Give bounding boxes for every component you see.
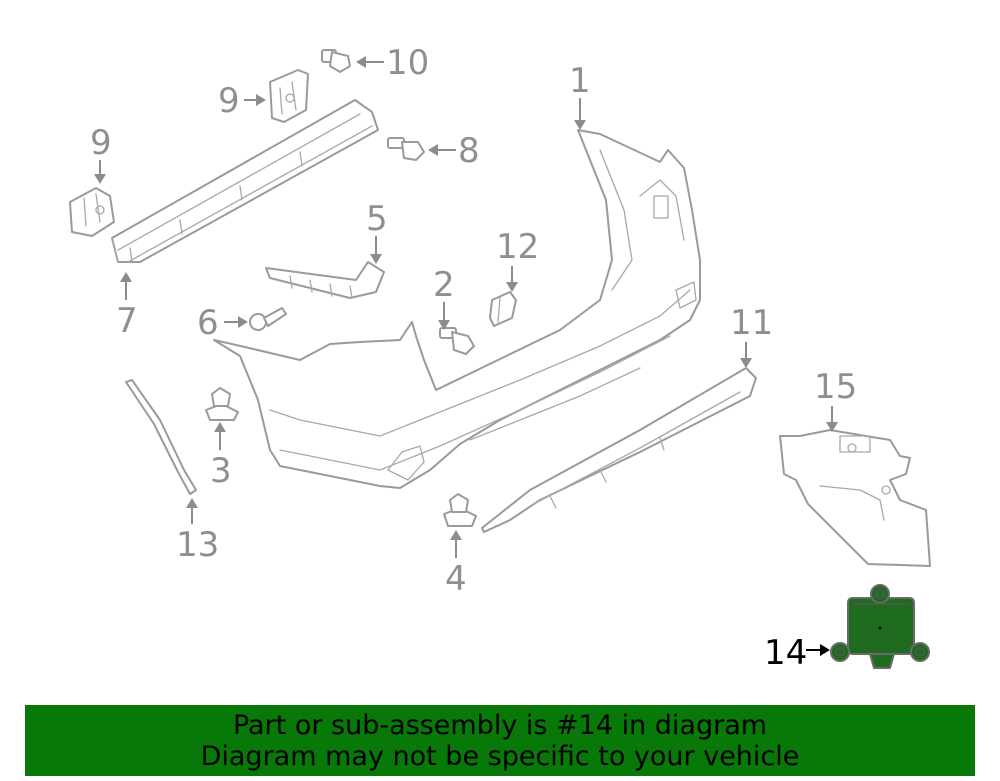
callout-8: 8 bbox=[458, 131, 480, 171]
callout-10: 10 bbox=[386, 43, 429, 83]
mounting-bracket-15 bbox=[779, 429, 931, 567]
reinforcement-beam bbox=[111, 99, 379, 263]
callout-4: 4 bbox=[445, 559, 467, 599]
bolt-10 bbox=[321, 49, 351, 73]
banner-line-2: Diagram may not be specific to your vehi… bbox=[200, 740, 800, 772]
clip-4 bbox=[443, 493, 477, 527]
callout-5: 5 bbox=[366, 199, 388, 239]
callout-2: 2 bbox=[433, 265, 455, 305]
screw-6 bbox=[249, 307, 287, 331]
side-bracket-strip bbox=[265, 261, 385, 299]
clip-3 bbox=[205, 387, 239, 421]
beam-bracket-top bbox=[269, 69, 309, 123]
callout-11: 11 bbox=[730, 303, 773, 343]
callout-1: 1 bbox=[569, 61, 591, 101]
callout-3: 3 bbox=[210, 451, 232, 491]
bolt-2 bbox=[439, 327, 475, 355]
bumper-cover bbox=[213, 129, 701, 489]
parts-diagram: 1 2 3 4 5 6 7 8 9 9 10 11 12 13 bbox=[69, 43, 931, 673]
clip-12 bbox=[489, 291, 517, 327]
callout-6: 6 bbox=[197, 303, 219, 343]
callout-9-left: 9 bbox=[90, 123, 112, 163]
bolt-8 bbox=[387, 137, 425, 161]
callout-13: 13 bbox=[176, 525, 219, 565]
callout-15: 15 bbox=[814, 367, 857, 407]
control-module-14 bbox=[830, 584, 930, 669]
callout-14: 14 bbox=[764, 633, 807, 673]
lower-valance bbox=[481, 367, 757, 533]
info-banner: Part or sub-assembly is #14 in diagram D… bbox=[25, 705, 975, 776]
callout-9-top: 9 bbox=[218, 81, 240, 121]
callout-12: 12 bbox=[496, 227, 539, 267]
banner-line-1: Part or sub-assembly is #14 in diagram bbox=[232, 709, 768, 741]
callout-7: 7 bbox=[116, 301, 138, 341]
side-molding bbox=[125, 379, 197, 495]
beam-bracket-left bbox=[69, 187, 115, 237]
